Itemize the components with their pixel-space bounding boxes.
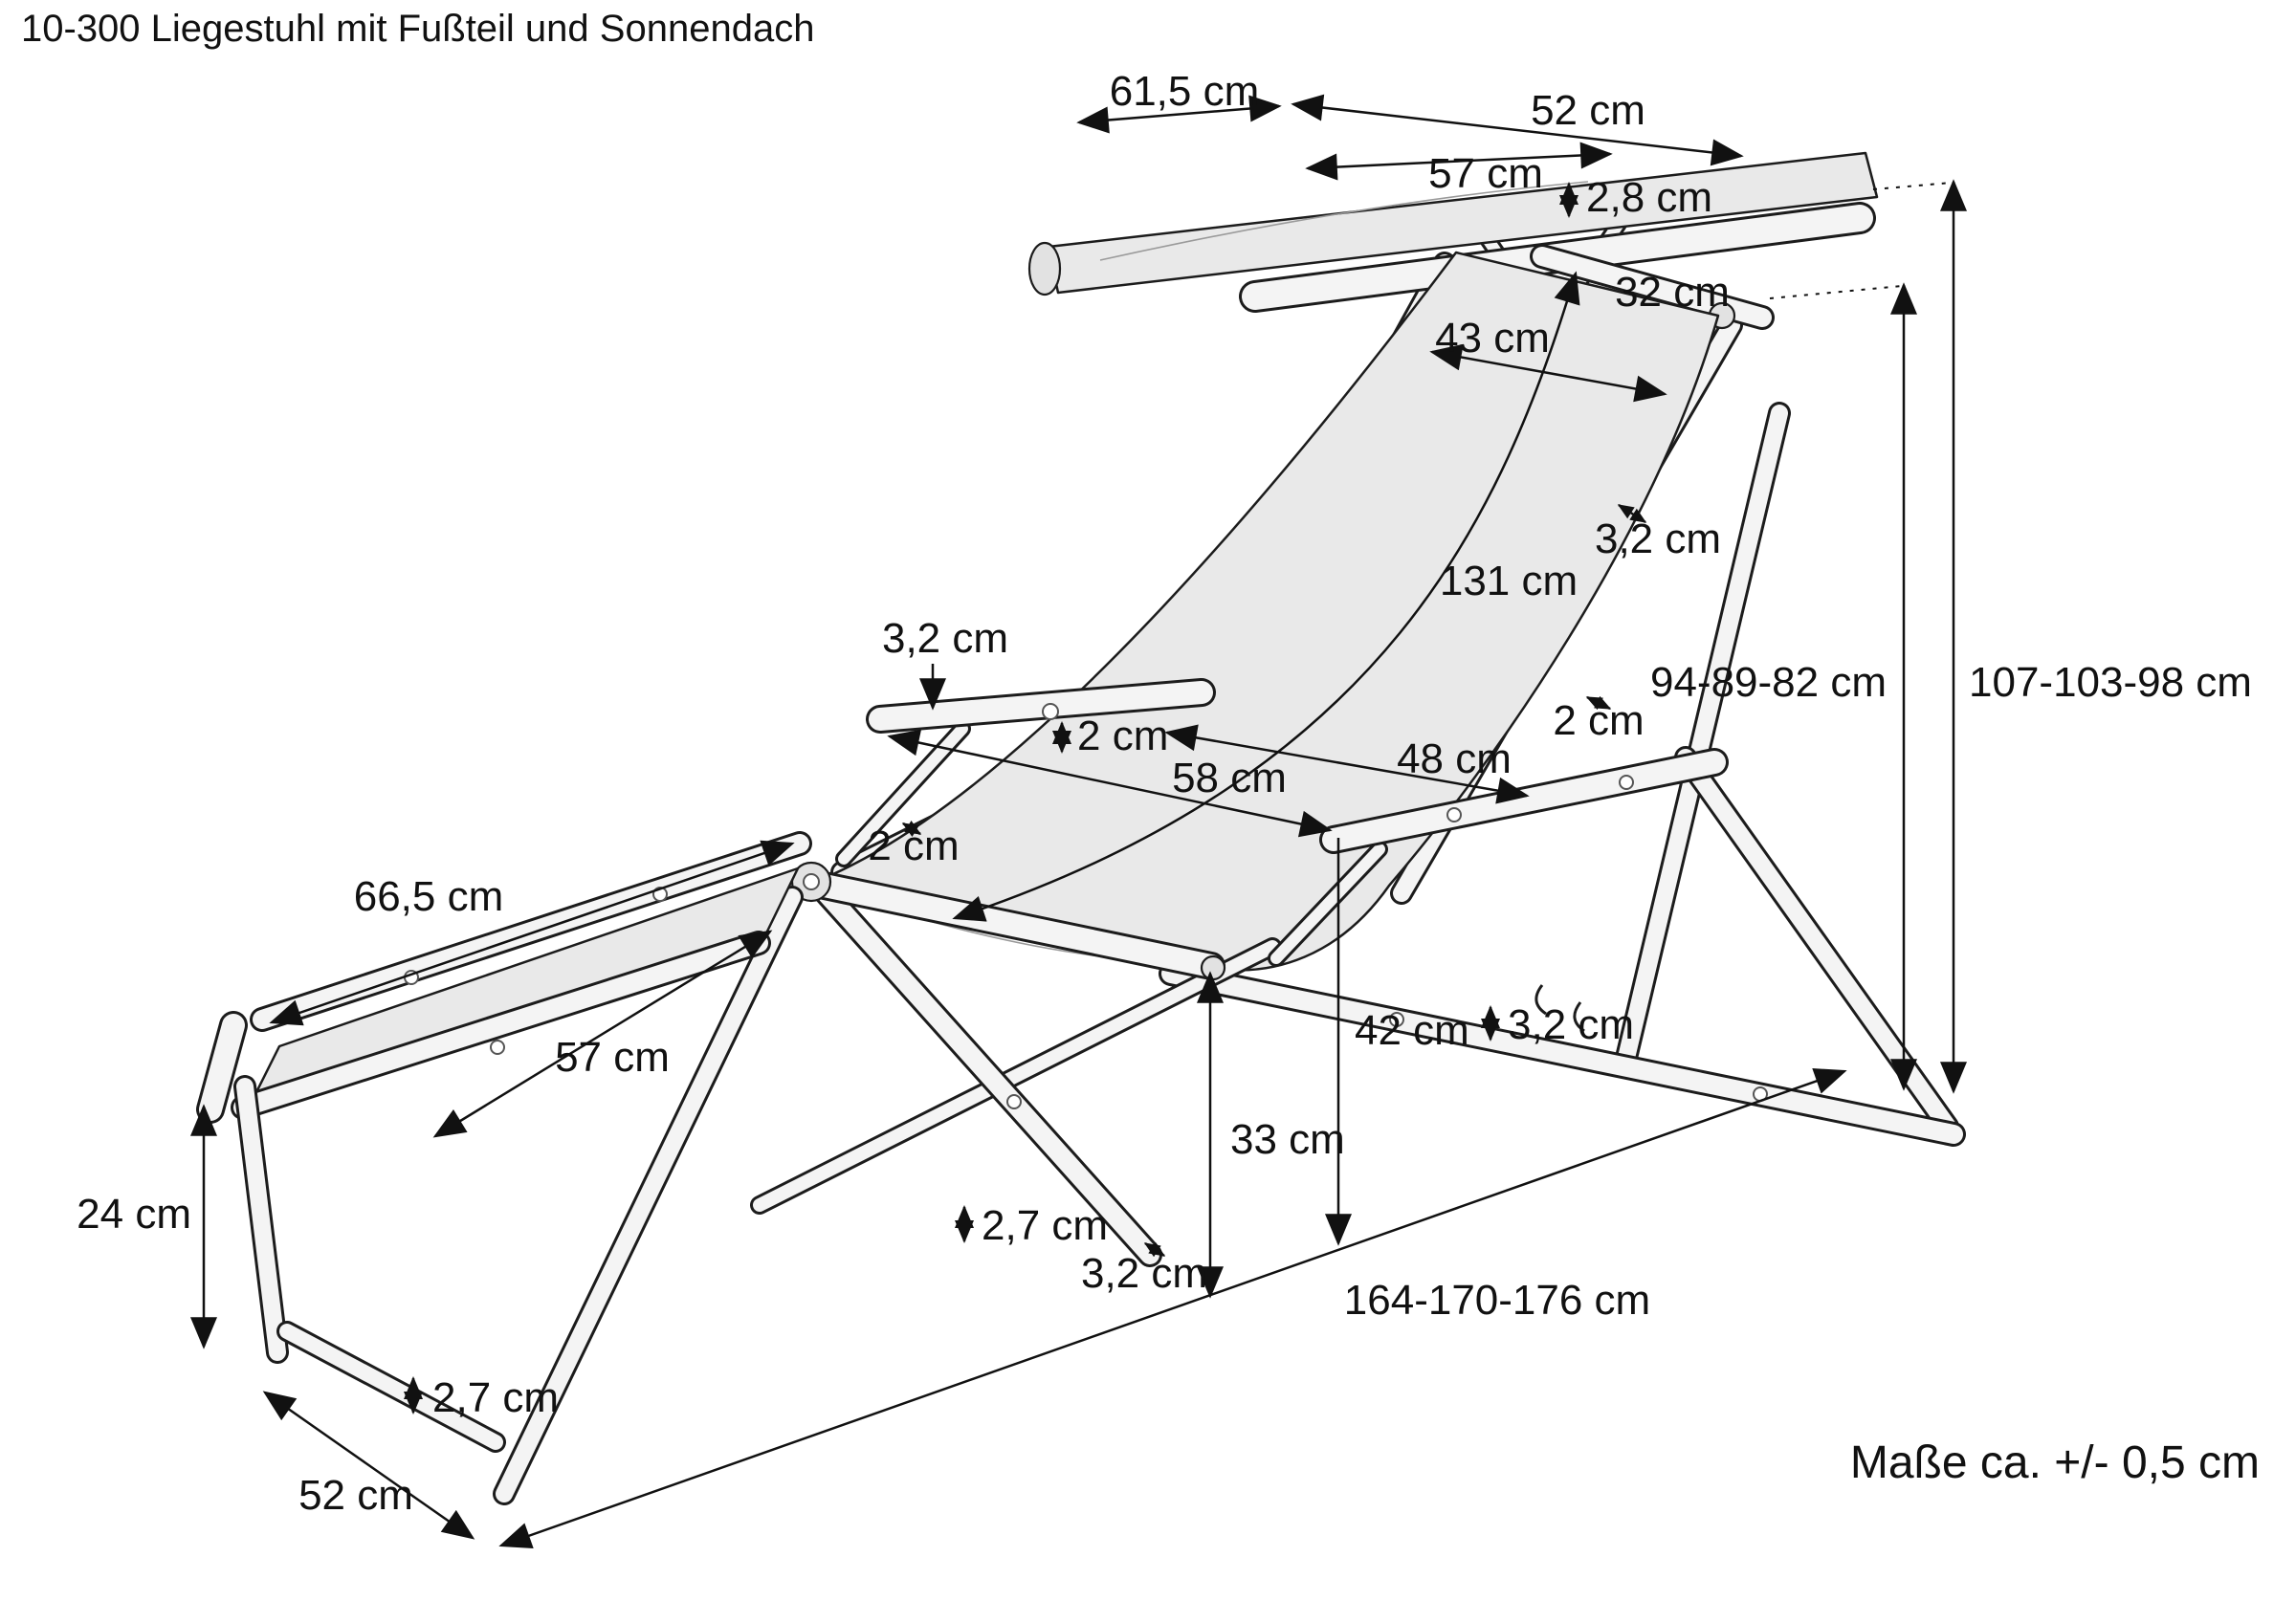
dim-label-footrest-fabric-width: 57 cm <box>555 1034 670 1081</box>
dim-line-canopy-fabric-width <box>1305 142 1613 181</box>
dim-label-footrest-height: 24 cm <box>77 1191 191 1238</box>
dim-label-seat-edge-thickness: 2 cm <box>868 822 959 869</box>
dim-line-seat-edge-thickness <box>901 820 922 838</box>
dim-label-armrest-span: 58 cm <box>1172 755 1287 801</box>
dimension-lines <box>190 94 1967 1548</box>
dim-label-canopy-rear-width: 61,5 cm <box>1110 68 1260 115</box>
dim-label-armrest-width: 3,2 cm <box>882 615 1008 662</box>
dim-label-canopy-bar-thickness: 2,8 cm <box>1586 174 1712 221</box>
dim-line-armrest-span <box>887 729 1333 838</box>
dim-label-seat-front-height: 33 cm <box>1230 1116 1345 1163</box>
dim-label-front-leg-width: 3,2 cm <box>1081 1250 1207 1297</box>
dim-leader-backrest-height <box>1769 285 1903 299</box>
storage-hook <box>1573 1001 1585 1033</box>
dim-label-backrest-rail-width: 3,2 cm <box>1595 515 1721 562</box>
dim-label-backrest-edge-thickness: 2 cm <box>1553 697 1644 744</box>
tolerance-note: Maße ca. +/- 0,5 cm <box>1849 1437 2260 1488</box>
dim-label-height-backrest: 94-89-82 cm <box>1650 659 1887 706</box>
dim-label-seat-brace-thickness: 2,7 cm <box>982 1202 1108 1249</box>
dim-label-height-canopy: 107-103-98 cm <box>1969 659 2252 706</box>
dim-leader-canopy-height <box>1872 182 1953 190</box>
dim-label-base-rail-width: 3,2 cm <box>1508 1001 1634 1048</box>
dimension-labels: 61,5 cm 52 cm 57 cm 2,8 cm 32 cm 43 cm 1… <box>77 68 2252 1519</box>
dim-line-total-length <box>498 1068 1847 1548</box>
dim-line-backrest-rail-width <box>1617 503 1647 524</box>
dim-label-footrest-leg-span: 52 cm <box>298 1472 413 1519</box>
dim-label-armrest-height: 42 cm <box>1355 1007 1469 1054</box>
dim-line-sling-length <box>952 271 1580 922</box>
dim-label-backrest-fabric-width: 43 cm <box>1435 315 1550 362</box>
dim-label-footrest-rail-thickness: 2,7 cm <box>432 1374 559 1421</box>
storage-hook <box>1534 984 1547 1016</box>
dim-label-footrest-length: 66,5 cm <box>354 873 504 920</box>
dim-label-sling-length: 131 cm <box>1440 558 1578 604</box>
dim-line-canopy-rear-width <box>1076 95 1282 134</box>
dim-line-footrest-leg-span <box>262 1391 475 1540</box>
dim-label-seat-fabric-width: 48 cm <box>1397 735 1512 782</box>
canopy-end-cap <box>1027 241 1062 296</box>
dim-label-armrest-thickness: 2 cm <box>1077 713 1168 759</box>
dim-label-canopy-front-width: 52 cm <box>1531 87 1645 134</box>
dim-line-backrest-edge-thickness <box>1585 695 1612 711</box>
base-rail <box>1159 961 1966 1147</box>
dim-label-canopy-fabric-width: 57 cm <box>1428 150 1543 197</box>
dim-label-backrest-top-bar: 32 cm <box>1615 269 1730 316</box>
dim-label-total-length: 164-170-176 cm <box>1344 1277 1650 1324</box>
dim-line-seat-fabric-width <box>1164 724 1530 804</box>
dim-line-footrest-fabric-width <box>432 930 773 1138</box>
dim-line-canopy-front-width <box>1291 94 1744 166</box>
page-title: 10-300 Liegestuhl mit Fußteil und Sonnen… <box>21 8 815 50</box>
